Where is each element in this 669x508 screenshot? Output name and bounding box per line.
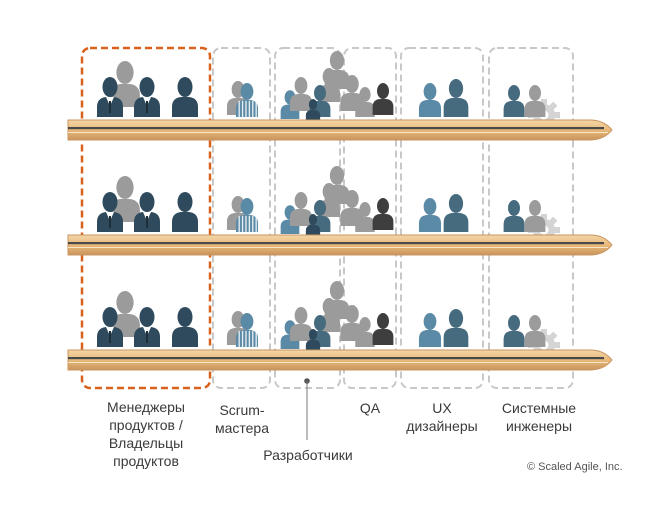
copyright-notice: © Scaled Agile, Inc. [527, 461, 623, 473]
person-icon [235, 83, 259, 117]
team-row-3 [67, 281, 613, 371]
train-rail [67, 119, 613, 141]
person-icon [443, 79, 469, 117]
person-icon [443, 194, 469, 232]
train-rail [67, 349, 613, 371]
person-icon [172, 77, 198, 117]
group-box-ux [400, 47, 484, 389]
person-icon [97, 192, 123, 232]
person-icon [503, 200, 525, 232]
person-icon [172, 192, 198, 232]
person-icon [418, 313, 442, 347]
person-icon [418, 83, 442, 117]
person-icon [418, 198, 442, 232]
person-icon [97, 77, 123, 117]
label-ux-designers: UX дизайнеры [406, 400, 478, 434]
person-icon [134, 307, 160, 347]
person-icon [372, 198, 394, 230]
person-icon [503, 85, 525, 117]
person-icon [443, 309, 469, 347]
person-icon [235, 198, 259, 232]
group-box-scrum [212, 47, 271, 389]
team-row-1 [67, 51, 613, 141]
label-qa: QA [359, 400, 381, 416]
group-box-sys [488, 47, 574, 389]
person-icon [372, 83, 394, 115]
person-icon [503, 315, 525, 347]
person-icon [235, 313, 259, 347]
label-system-engineers: Системные инженеры [501, 400, 577, 434]
team-row-2 [67, 166, 613, 256]
train-rail [67, 234, 613, 256]
person-icon [134, 77, 160, 117]
label-scrum-masters: Scrum- мастера [214, 402, 270, 436]
label-developers: Разработчики [263, 447, 353, 463]
person-icon [97, 307, 123, 347]
person-icon [372, 313, 394, 345]
group-box-product [80, 46, 212, 390]
label-product-managers: Менеджеры продуктов / Владельцы продукто… [107, 399, 185, 469]
person-icon [172, 307, 198, 347]
person-icon [134, 192, 160, 232]
